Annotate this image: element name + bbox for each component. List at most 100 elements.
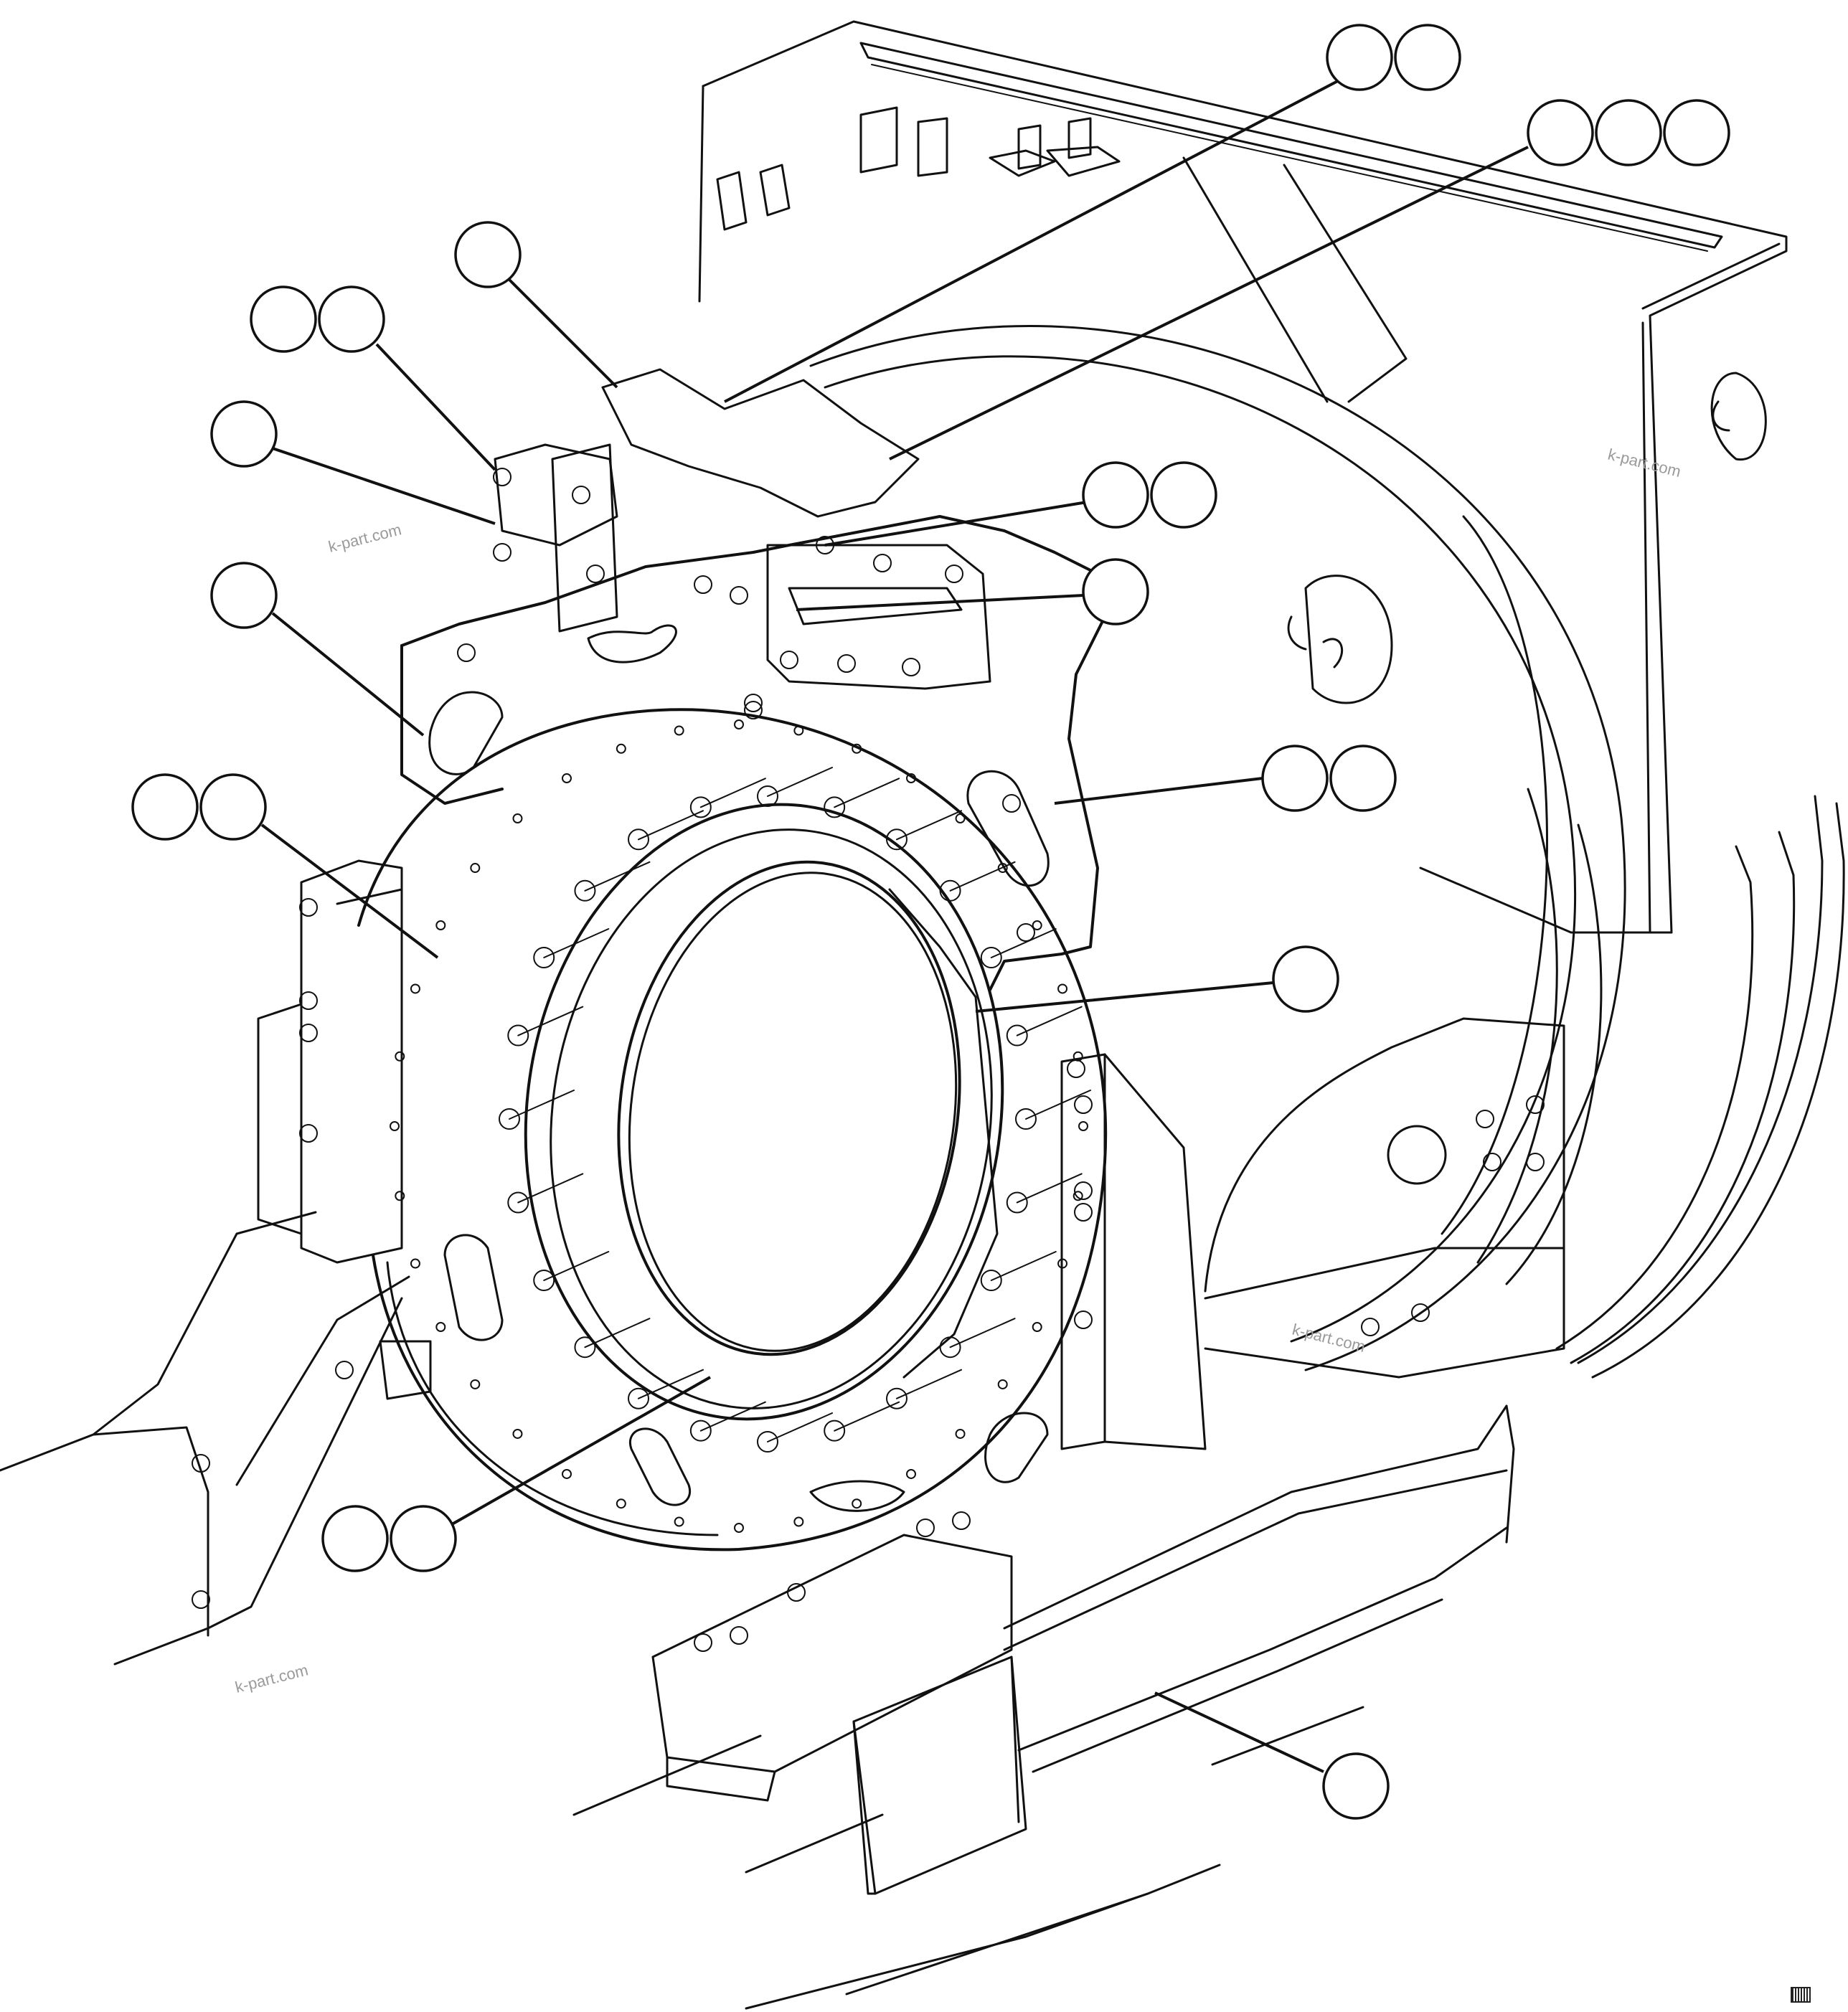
bolt-head <box>674 1516 684 1527</box>
bolt-head <box>586 565 605 583</box>
bolt-head <box>1067 1059 1085 1078</box>
bolt-head <box>674 725 684 736</box>
stud-shaft <box>949 861 1016 892</box>
bolt-head <box>945 565 963 583</box>
bolt-head <box>395 1051 405 1062</box>
bolt-head <box>435 920 446 930</box>
callout-leader-line <box>508 278 618 389</box>
bolt-head <box>906 773 916 784</box>
stud-shaft <box>949 1318 1016 1349</box>
callout-leader-line <box>271 612 425 737</box>
bolt-head <box>574 879 596 902</box>
stud-shaft <box>699 778 766 808</box>
bolt-head <box>533 1270 555 1291</box>
bolt-head <box>997 863 1008 874</box>
watermark-4: k-part.com <box>233 1661 310 1696</box>
bolt-head <box>410 1258 420 1269</box>
bolt-head <box>572 486 590 504</box>
callout-leader-line <box>272 447 496 525</box>
stud-shaft <box>584 861 651 892</box>
bolt-head <box>299 1124 318 1143</box>
stud-shaft <box>896 1369 962 1399</box>
callout-balloon <box>1272 945 1339 1013</box>
bolt-head <box>734 1523 744 1533</box>
bolt-head <box>390 1121 400 1131</box>
stud-shaft <box>1016 1006 1083 1036</box>
bolt-head <box>1072 1191 1083 1201</box>
bolt-head <box>507 1024 529 1047</box>
stud-shaft <box>834 778 900 808</box>
bolt-head <box>730 586 748 605</box>
callout-balloon <box>210 562 278 629</box>
bolt-head <box>689 796 712 818</box>
bolt-head <box>628 1387 649 1409</box>
bolt-head <box>1032 1322 1042 1332</box>
bolt-head <box>299 1024 318 1042</box>
bolt-head <box>886 828 908 851</box>
stud-shaft <box>638 810 704 841</box>
watermark-1: k-part.com <box>326 520 403 555</box>
callout-balloon <box>390 1505 457 1572</box>
bolt-head <box>997 1379 1008 1389</box>
stud-shaft <box>990 928 1057 958</box>
bolt-head <box>1074 1095 1093 1114</box>
bolt-head <box>793 725 804 736</box>
bolt-head <box>1476 1110 1494 1128</box>
callout-balloon <box>1527 99 1594 166</box>
bolt-head <box>1078 1121 1088 1131</box>
bolt-head <box>952 1511 971 1530</box>
bolt-head <box>1015 1108 1037 1130</box>
bolt-head <box>470 1379 481 1389</box>
callout-balloon <box>1326 24 1393 91</box>
bolt-head <box>955 813 966 824</box>
callout-balloon <box>1150 461 1217 529</box>
bolt-head <box>499 1108 520 1130</box>
stud-shaft <box>543 1251 610 1281</box>
bolt-head <box>470 863 481 874</box>
bolt-head <box>616 743 626 754</box>
bolt-head <box>787 1583 806 1602</box>
callout-leader-line <box>724 74 1349 403</box>
bolt-head <box>757 785 778 807</box>
top-studs <box>716 106 1121 231</box>
bolt-head <box>1526 1153 1545 1171</box>
bolt-head <box>1483 1153 1502 1171</box>
bolt-head <box>734 719 744 729</box>
bolt-head <box>1017 923 1035 942</box>
callout-leader-line <box>1154 1691 1324 1773</box>
callout-balloon <box>199 773 267 841</box>
bolt-head <box>1006 1024 1028 1047</box>
callout-balloon <box>454 221 522 288</box>
bolt-head <box>980 947 1002 968</box>
bolt-head <box>616 1498 626 1509</box>
bolt-head <box>335 1361 354 1379</box>
bolt-head <box>1526 1095 1545 1114</box>
bolt-head <box>873 554 892 572</box>
callout-leader-line <box>375 343 496 471</box>
bolt-head <box>939 1336 961 1359</box>
bolt-heads <box>192 468 1545 1652</box>
callout-balloon <box>321 1505 389 1572</box>
bolt-head <box>837 654 856 673</box>
callout-balloon <box>1595 99 1662 166</box>
right-bracket <box>1060 1017 1565 1450</box>
bolt-head <box>824 796 846 818</box>
callout-leader-line <box>796 594 1084 611</box>
bolt-head <box>780 651 798 669</box>
bolt-head <box>852 743 862 754</box>
callout-balloon <box>1394 24 1461 91</box>
stud-shaft <box>767 1412 833 1442</box>
bolt-head <box>886 1387 908 1409</box>
bolt-head <box>694 575 712 594</box>
callout-balloon <box>1663 99 1730 166</box>
bolt-head <box>1006 1191 1028 1214</box>
callout-leader-line <box>451 1376 711 1526</box>
bolt-head <box>852 1498 862 1509</box>
bolt-head <box>493 468 512 486</box>
callout-leader-line <box>1054 777 1263 805</box>
bolt-head <box>512 1428 523 1439</box>
bolt-head <box>689 1420 712 1442</box>
top-bracket-assembly <box>494 368 991 690</box>
drum-body <box>809 325 1845 1379</box>
